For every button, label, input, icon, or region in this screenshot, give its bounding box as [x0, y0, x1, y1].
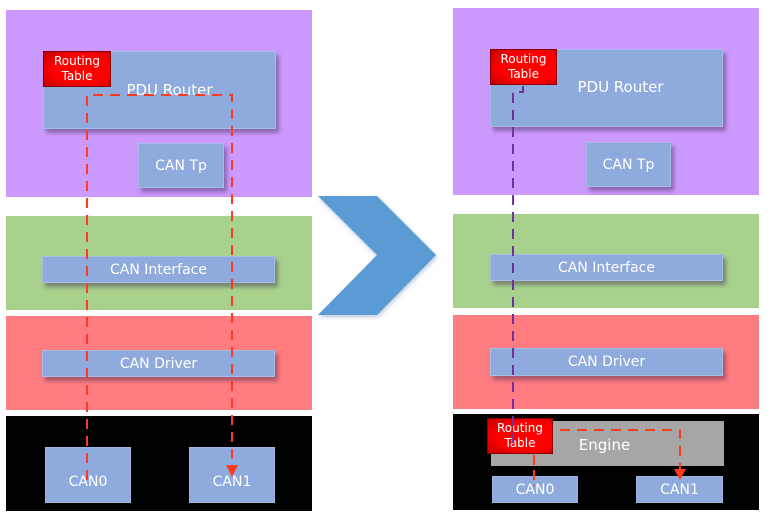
- engine-routing-table-label: Routing Table: [496, 421, 543, 450]
- can-tp-box: CAN Tp: [138, 143, 224, 188]
- can-interface-label: CAN Interface: [110, 261, 207, 278]
- routing-table-label: Routing Table: [53, 54, 100, 83]
- can-interface-box-after: CAN Interface: [490, 254, 723, 281]
- routing-table-box: Routing Table: [43, 51, 111, 87]
- routing-table-label-after: Routing Table: [500, 52, 547, 81]
- pdu-router-label: PDU Router: [126, 80, 213, 99]
- can1-box: CAN1: [189, 447, 275, 503]
- can-interface-box: CAN Interface: [42, 256, 275, 283]
- can0-label-after: CAN0: [515, 481, 555, 498]
- can-tp-label-after: CAN Tp: [602, 156, 655, 173]
- can1-box-after: CAN1: [636, 476, 723, 503]
- can-driver-box-after: CAN Driver: [490, 348, 723, 376]
- can-interface-label-after: CAN Interface: [558, 259, 655, 276]
- can-driver-box: CAN Driver: [42, 350, 275, 377]
- can-tp-label: CAN Tp: [155, 157, 207, 174]
- engine-label: Engine: [578, 435, 631, 454]
- can-tp-box-after: CAN Tp: [586, 142, 671, 187]
- chevron-right-arrow-icon: [318, 196, 436, 315]
- pdu-router-label-after: PDU Router: [577, 78, 664, 96]
- can1-label: CAN1: [212, 474, 252, 490]
- can0-box: CAN0: [45, 447, 131, 503]
- routing-table-box-after: Routing Table: [490, 49, 557, 85]
- engine-routing-table-box: Routing Table: [487, 418, 553, 454]
- can0-box-after: CAN0: [492, 476, 578, 503]
- can1-label-after: CAN1: [660, 481, 699, 498]
- can-driver-label-after: CAN Driver: [567, 354, 646, 370]
- can0-label: CAN0: [68, 474, 108, 490]
- can-driver-label: CAN Driver: [119, 355, 198, 372]
